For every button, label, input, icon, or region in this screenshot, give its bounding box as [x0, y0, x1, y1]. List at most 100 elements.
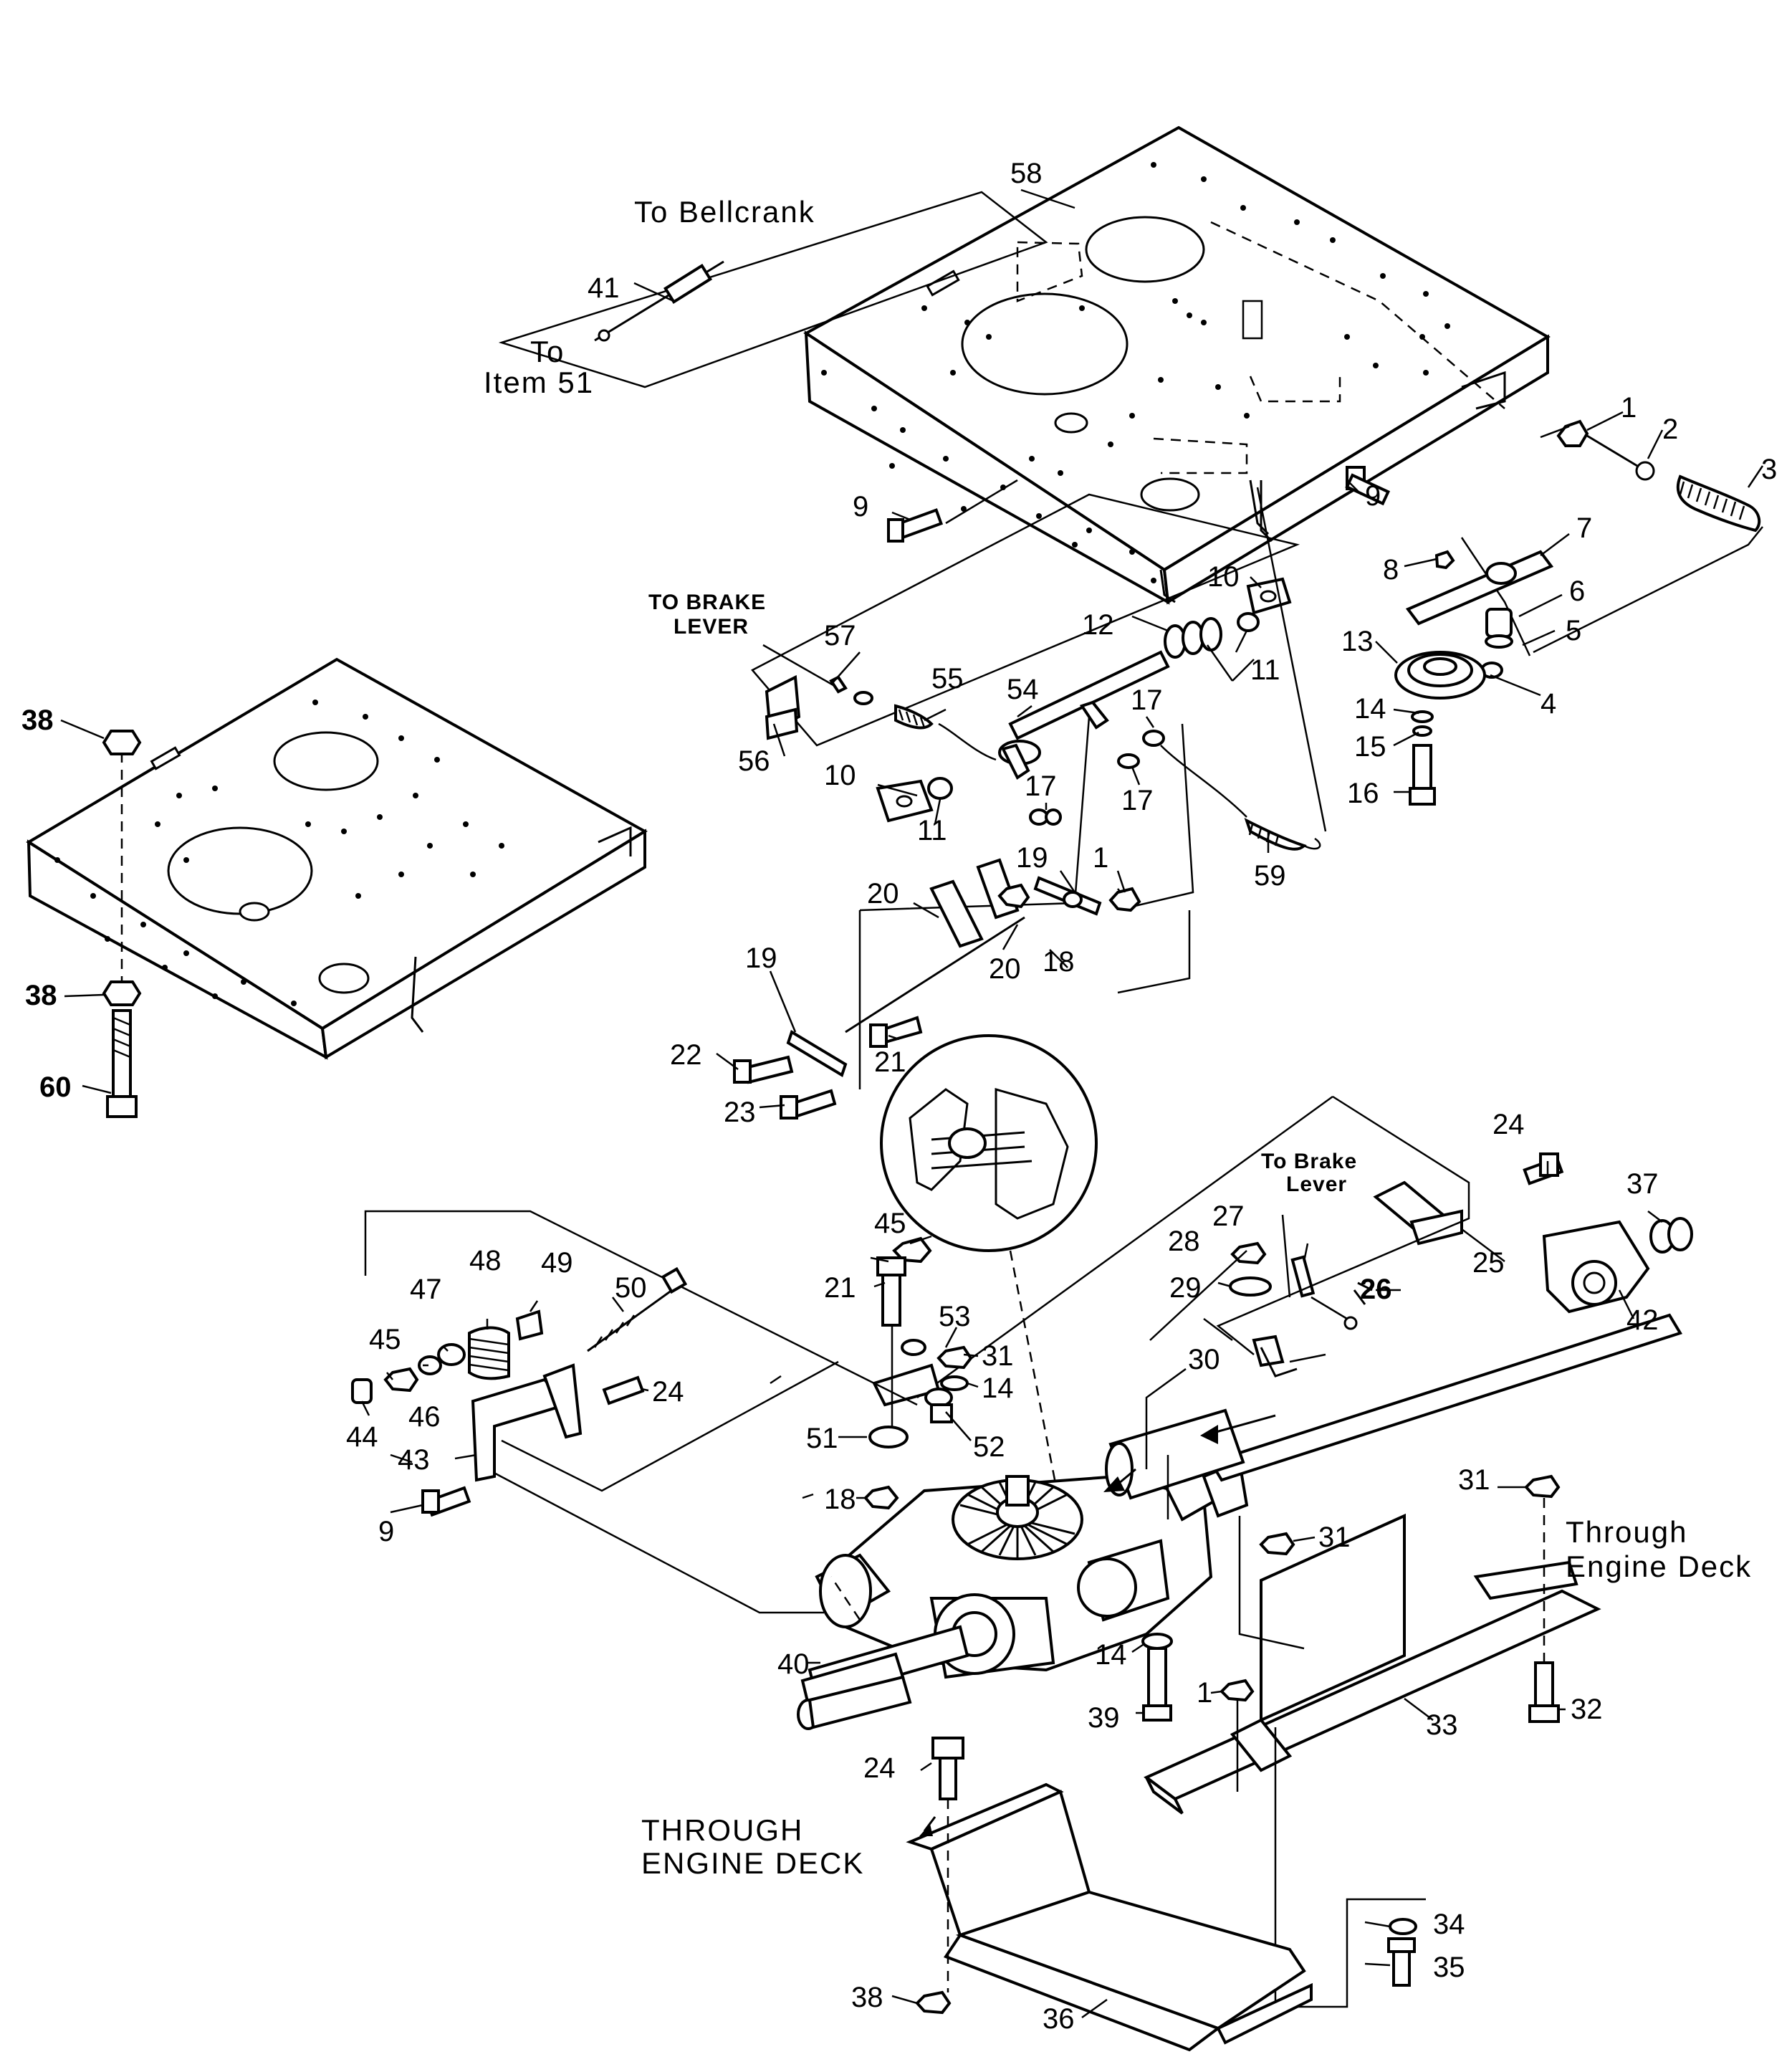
callout-40: 40: [777, 1648, 810, 1680]
callout-46: 46: [408, 1401, 441, 1433]
callout-60: 60: [39, 1071, 72, 1103]
callout-17-right: 17: [1121, 785, 1154, 816]
notes: To Bellcrank To Item 51 TO BRAKE LEVER T…: [484, 195, 1752, 1880]
callout-14-center: 14: [982, 1372, 1014, 1404]
callout-6: 6: [1569, 576, 1585, 607]
callout-10-lower: 10: [824, 760, 856, 791]
callout-1: 1: [1621, 392, 1637, 424]
callout-22: 22: [670, 1039, 702, 1071]
callout-30: 30: [1188, 1344, 1220, 1375]
idler-assembly: [1394, 419, 1763, 806]
callout-13: 13: [1341, 626, 1374, 657]
axle: [1103, 1313, 1683, 1500]
callout-18-upper: 18: [1043, 946, 1075, 978]
callout-45-center: 45: [874, 1208, 906, 1239]
callout-38-top-left: 38: [21, 705, 54, 736]
callout-5: 5: [1566, 615, 1581, 646]
note-to-brake-lever-upper-1: TO BRAKE: [648, 591, 766, 614]
callout-10-upper: 10: [1207, 561, 1240, 593]
note-to-bellcrank: To Bellcrank: [634, 195, 815, 229]
callout-4: 4: [1541, 688, 1556, 720]
callout-31-right: 31: [1318, 1522, 1351, 1553]
callout-37: 37: [1626, 1168, 1659, 1200]
callout-20-left: 20: [867, 878, 899, 910]
callout-11-lower: 11: [917, 815, 947, 846]
brake-linkage: [751, 479, 1327, 912]
callout-19-upper: 19: [1016, 842, 1048, 874]
callout-52: 52: [973, 1431, 1005, 1463]
callout-1-lower: 1: [1197, 1677, 1212, 1709]
callout-14-upper: 14: [1354, 693, 1386, 725]
callout-20-right: 20: [989, 953, 1021, 985]
note-through-engine-deck-left-1: THROUGH: [641, 1813, 803, 1847]
bracket-36: [906, 1737, 1417, 2052]
callout-59: 59: [1254, 860, 1286, 892]
callout-24-left: 24: [652, 1376, 684, 1408]
callout-24-lower: 24: [863, 1752, 896, 1784]
callout-15: 15: [1354, 731, 1386, 763]
callout-31-center: 31: [982, 1340, 1014, 1372]
center-stack: [863, 1236, 973, 1510]
detail-view-circle: [880, 1034, 1098, 1491]
callout-17-left: 17: [1025, 770, 1057, 802]
callout-3: 3: [1761, 454, 1777, 485]
callout-1-mid: 1: [1093, 842, 1108, 874]
callouts: 58 41 1 2 3 4 5 6 7 8 9 9 10 11 12 13 14…: [21, 158, 1777, 2035]
callout-57: 57: [824, 620, 856, 651]
callout-17-top: 17: [1131, 684, 1163, 716]
note-through-engine-deck-left-2: ENGINE DECK: [641, 1846, 864, 1880]
callout-49: 49: [541, 1247, 573, 1279]
callout-50: 50: [615, 1272, 647, 1304]
note-through-engine-deck-right-2: Engine Deck: [1566, 1550, 1752, 1583]
callout-19-lower: 19: [745, 942, 777, 974]
frame-33: [1141, 1455, 1601, 2008]
callout-9-lower: 9: [378, 1516, 394, 1547]
callout-21-lower: 21: [824, 1272, 856, 1304]
callout-21-upper: 21: [874, 1046, 906, 1078]
callout-34: 34: [1433, 1909, 1465, 1940]
callout-44: 44: [346, 1421, 378, 1453]
callout-58: 58: [1010, 158, 1043, 189]
callout-7: 7: [1576, 512, 1592, 544]
note-to-item-line1: To: [530, 335, 565, 368]
brake-rod-27: [916, 1095, 1564, 1469]
callout-36: 36: [1043, 2003, 1075, 2035]
callout-56: 56: [738, 745, 770, 777]
note-to-item-line2: Item 51: [484, 366, 594, 399]
bolt-60-assembly: [102, 730, 142, 1118]
transmission-40: [797, 1453, 1249, 1730]
callout-39: 39: [1088, 1702, 1120, 1734]
callout-31-top: 31: [1458, 1464, 1490, 1496]
note-through-engine-deck-right-1: Through: [1566, 1515, 1687, 1549]
callout-9-upper-left: 9: [853, 491, 868, 522]
callout-28: 28: [1168, 1226, 1200, 1257]
callout-32: 32: [1571, 1694, 1603, 1725]
linkage-43-50: [351, 1210, 918, 1614]
chassis-plate-small: [26, 657, 648, 1060]
callout-18-lower: 18: [824, 1484, 856, 1515]
note-to-brake-lever-lower-2: Lever: [1286, 1173, 1347, 1196]
callout-23: 23: [724, 1097, 756, 1128]
callout-42: 42: [1626, 1304, 1659, 1336]
callout-54: 54: [1007, 674, 1039, 705]
callout-29: 29: [1169, 1272, 1202, 1304]
callout-27: 27: [1212, 1200, 1245, 1232]
callout-8: 8: [1383, 554, 1399, 586]
callout-33: 33: [1426, 1709, 1458, 1741]
callout-24-top-right: 24: [1492, 1109, 1525, 1140]
callout-47: 47: [410, 1274, 442, 1305]
cable-41: [498, 191, 1048, 388]
callout-2: 2: [1662, 414, 1678, 445]
bearing-housing-42: [1542, 1217, 1693, 1314]
callout-25: 25: [1472, 1247, 1505, 1279]
callout-12: 12: [1082, 609, 1114, 641]
callout-38-mid-left: 38: [25, 980, 57, 1011]
callout-48: 48: [469, 1245, 502, 1276]
callout-11-upper: 11: [1250, 654, 1280, 686]
callout-38-lower: 38: [851, 1982, 883, 2013]
callout-14-lower: 14: [1095, 1639, 1127, 1671]
callout-53: 53: [939, 1301, 971, 1332]
callout-55: 55: [931, 663, 964, 694]
callout-51: 51: [806, 1423, 838, 1454]
